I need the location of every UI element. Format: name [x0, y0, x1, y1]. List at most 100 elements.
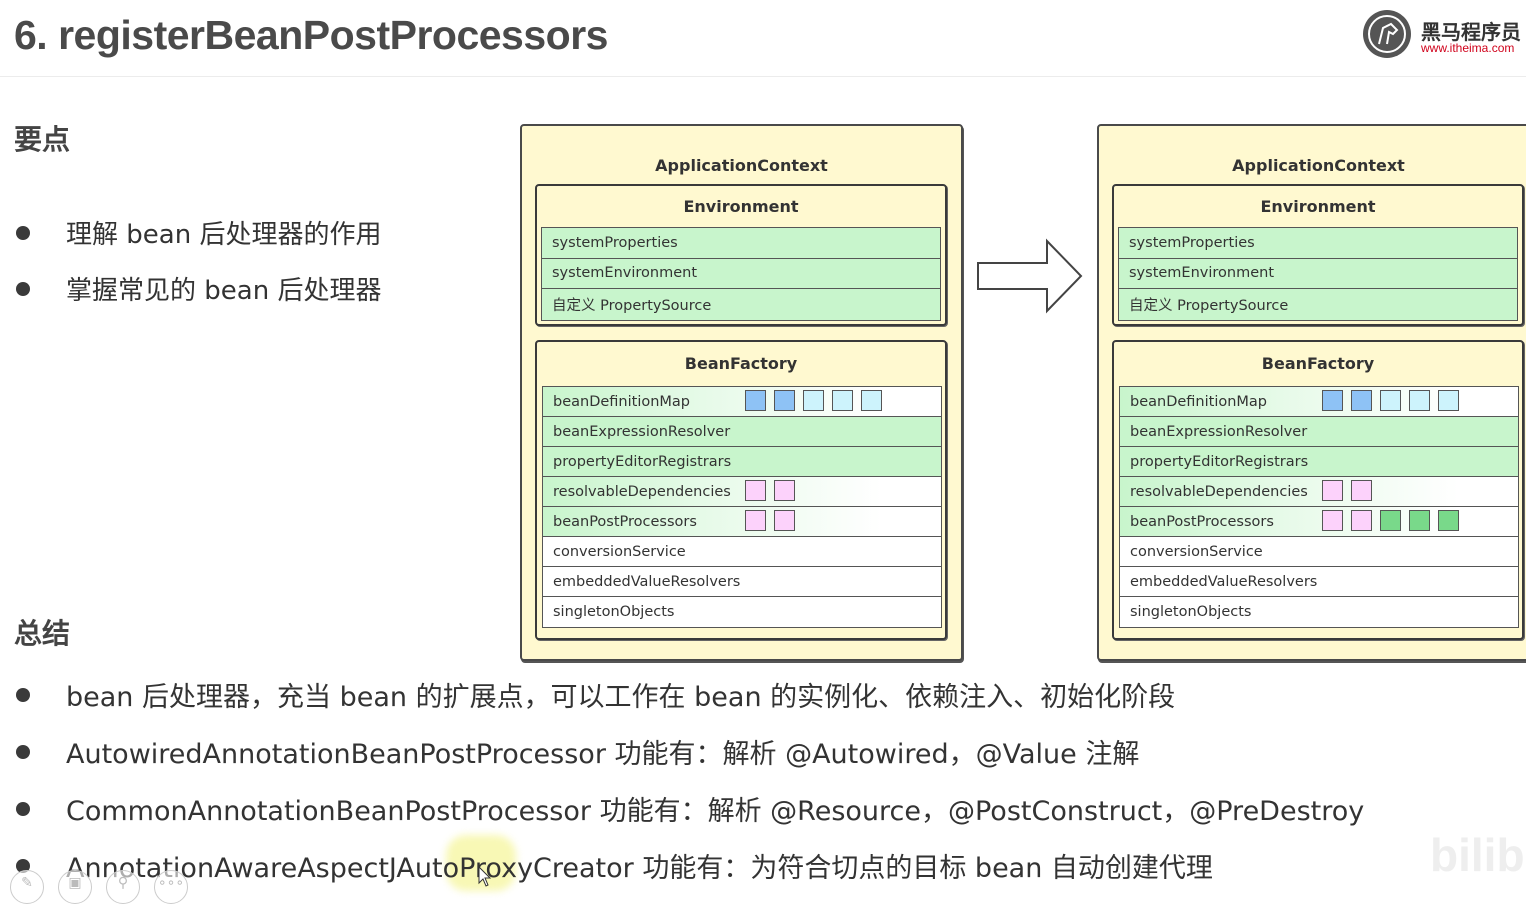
- bean-slot-pink: [745, 510, 766, 531]
- screen-icon[interactable]: ▣: [58, 870, 92, 904]
- slide-header: 6. registerBeanPostProcessors 黑马程序员 www.…: [0, 0, 1526, 77]
- bean-slot-pink: [1322, 510, 1343, 531]
- bean-factory-row-label: beanPostProcessors: [553, 513, 697, 530]
- bullet-dot-icon: [16, 281, 30, 296]
- bean-slot-blue: [1351, 390, 1372, 411]
- bean-factory-row-label: beanDefinitionMap: [553, 393, 691, 410]
- key-points-heading: 要点: [14, 123, 71, 156]
- bean-slot-pink: [1351, 510, 1372, 531]
- bean-factory-rows: beanDefinitionMap beanExpressionResolver p…: [1119, 386, 1519, 628]
- brand-name: 黑马程序员: [1421, 20, 1521, 44]
- key-point-item: 掌握常见的 bean 后处理器: [14, 270, 381, 307]
- summary-item: AutowiredAnnotationBeanPostProcessor 功能有…: [14, 732, 1139, 771]
- player-toolbar: ✎ ▣ ⚲ ∘∘∘: [10, 870, 188, 904]
- bean-slot-green: [1438, 510, 1459, 531]
- bean-factory-box: BeanFactory beanDefinitionMap beanExpress…: [535, 340, 947, 640]
- bean-factory-title: BeanFactory: [684, 354, 798, 373]
- bean-factory-row: beanPostProcessors: [543, 507, 941, 537]
- bean-factory-row: embeddedValueResolvers: [1120, 567, 1518, 597]
- application-context-title: ApplicationContext: [1232, 156, 1405, 175]
- bean-factory-row: beanExpressionResolver: [1120, 417, 1518, 447]
- bean-slot-pink: [1322, 480, 1343, 501]
- bean-factory-row: propertyEditorRegistrars: [543, 447, 941, 477]
- bullet-dot-icon: [16, 687, 30, 702]
- bean-factory-box: BeanFactory beanDefinitionMap beanExpress…: [1112, 340, 1524, 640]
- environment-title: Environment: [683, 197, 799, 216]
- environment-title: Environment: [1260, 197, 1376, 216]
- bean-factory-row-label: embeddedValueResolvers: [553, 573, 741, 590]
- bean-factory-row-label: propertyEditorRegistrars: [1130, 453, 1309, 470]
- bean-factory-row-label: propertyEditorRegistrars: [553, 453, 732, 470]
- bean-slot-group: [745, 510, 795, 531]
- bean-slot-pink: [745, 480, 766, 501]
- environment-rows: systemProperties systemEnvironment 自定义 P…: [541, 227, 941, 321]
- environment-box: Environment systemProperties systemEnvir…: [535, 184, 947, 326]
- bean-slot-green: [1409, 510, 1430, 531]
- bean-slot-group: [1322, 390, 1459, 411]
- summary-item: bean 后处理器，充当 bean 的扩展点，可以工作在 bean 的实例化、依…: [14, 675, 1175, 714]
- bean-factory-row-label: embeddedValueResolvers: [1130, 573, 1318, 590]
- bean-factory-row-label: beanExpressionResolver: [1130, 423, 1308, 440]
- bean-slot-blue: [745, 390, 766, 411]
- bean-factory-row: conversionService: [543, 537, 941, 567]
- bean-slot-lightblue: [861, 390, 882, 411]
- more-icon[interactable]: ∘∘∘: [154, 870, 188, 904]
- key-point-text: 理解 bean 后处理器的作用: [66, 220, 382, 250]
- slide-title: 6. registerBeanPostProcessors: [14, 12, 608, 58]
- bean-slot-pink: [1351, 480, 1372, 501]
- mouse-cursor-icon: [478, 866, 492, 887]
- summary-item: CommonAnnotationBeanPostProcessor 功能有：解析…: [14, 789, 1364, 828]
- environment-box: Environment systemProperties systemEnvir…: [1112, 184, 1524, 326]
- bean-factory-row-label: beanDefinitionMap: [1130, 393, 1268, 410]
- environment-row: systemEnvironment: [1119, 258, 1517, 289]
- bullet-dot-icon: [16, 225, 30, 240]
- bean-factory-row-label: singletonObjects: [553, 604, 675, 620]
- environment-row: systemEnvironment: [542, 258, 940, 289]
- bean-slot-pink: [774, 480, 795, 501]
- bean-slot-group: [745, 480, 795, 501]
- bean-factory-row-label: resolvableDependencies: [1130, 483, 1308, 500]
- bean-slot-lightblue: [803, 390, 824, 411]
- bean-factory-row-label: resolvableDependencies: [553, 483, 731, 500]
- bean-slot-lightblue: [1380, 390, 1401, 411]
- summary-text: AutowiredAnnotationBeanPostProcessor 功能有…: [66, 739, 1140, 770]
- bean-factory-row-label: singletonObjects: [1130, 604, 1252, 620]
- bean-factory-rows: beanDefinitionMap beanExpressionResolver p…: [542, 386, 942, 628]
- brand-url: www.itheima.com: [1421, 41, 1515, 55]
- key-point-text: 掌握常见的 bean 后处理器: [66, 276, 382, 306]
- bean-factory-row: propertyEditorRegistrars: [1120, 447, 1518, 477]
- bean-slot-pink: [774, 510, 795, 531]
- bean-factory-row-label: beanPostProcessors: [1130, 513, 1274, 530]
- bean-factory-row: beanDefinitionMap: [1120, 387, 1518, 417]
- bean-slot-blue: [1322, 390, 1343, 411]
- summary-item: AnnotationAwareAspectJAutoProxyCreator 功…: [14, 846, 1213, 885]
- bean-factory-row: resolvableDependencies: [1120, 477, 1518, 507]
- bean-factory-row-label: conversionService: [1130, 543, 1263, 560]
- bean-factory-row: singletonObjects: [1120, 597, 1518, 627]
- bullet-dot-icon: [16, 744, 30, 759]
- bullet-dot-icon: [16, 858, 30, 873]
- pen-icon[interactable]: ✎: [10, 870, 44, 904]
- brand-logo: 黑马程序员 www.itheima.com: [1363, 10, 1526, 62]
- bean-factory-row: singletonObjects: [543, 597, 941, 627]
- environment-rows: systemProperties systemEnvironment 自定义 P…: [1118, 227, 1518, 321]
- horse-head-icon: [1363, 10, 1411, 58]
- bean-factory-row: beanExpressionResolver: [543, 417, 941, 447]
- application-context-before: ApplicationContext Environment systemPro…: [520, 124, 963, 661]
- key-point-item: 理解 bean 后处理器的作用: [14, 214, 381, 251]
- bean-factory-row: beanDefinitionMap: [543, 387, 941, 417]
- environment-row: 自定义 PropertySource: [1119, 289, 1517, 320]
- environment-row: systemProperties: [542, 228, 940, 259]
- bean-slot-group: [1322, 480, 1372, 501]
- bean-slot-group: [745, 390, 882, 411]
- application-context-after: ApplicationContext Environment systemPro…: [1097, 124, 1526, 661]
- bean-factory-title: BeanFactory: [1261, 354, 1375, 373]
- bean-slot-blue: [774, 390, 795, 411]
- magnifier-icon[interactable]: ⚲: [106, 870, 140, 904]
- summary-text: CommonAnnotationBeanPostProcessor 功能有：解析…: [66, 796, 1365, 827]
- bean-slot-green: [1380, 510, 1401, 531]
- summary-heading: 总结: [14, 617, 71, 650]
- bean-slot-lightblue: [1438, 390, 1459, 411]
- right-arrow-icon: [977, 238, 1083, 314]
- environment-row: 自定义 PropertySource: [542, 289, 940, 320]
